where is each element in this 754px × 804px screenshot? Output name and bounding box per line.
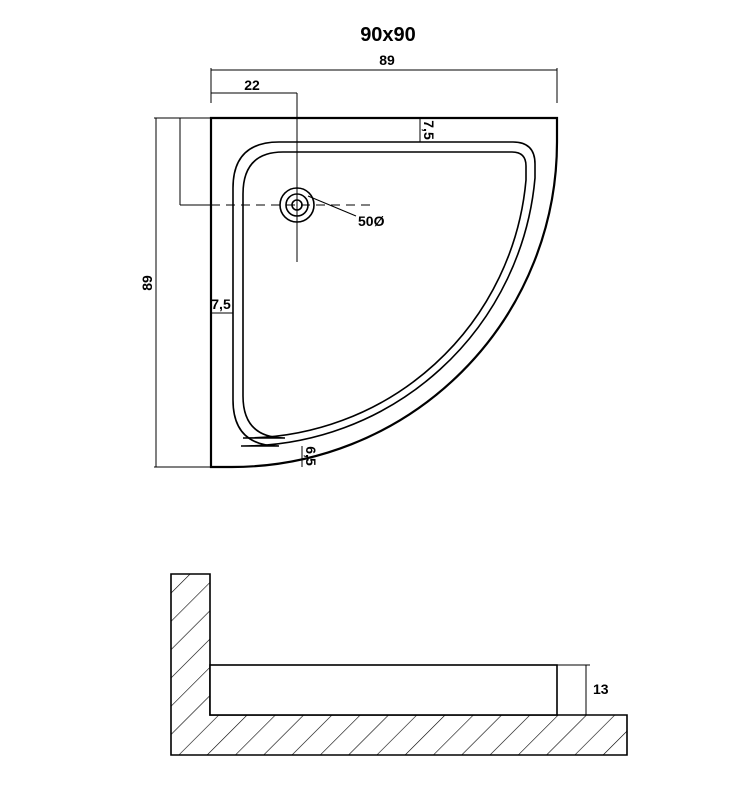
top-width-dimension [210,68,558,103]
left-height-label: 89 [139,275,155,291]
section-height-dimension [557,664,590,716]
top-rim-label: 7,5 [421,120,437,140]
drain-diameter-label: 50Ø [358,213,385,229]
plan-view: 50Ø 89 22 89 7,5 7,5 [139,52,559,469]
drain-offset-label: 22 [244,77,260,93]
hatched-wall-and-floor [170,573,628,756]
tray-outer-outline [209,116,559,469]
bottom-rim-label: 6,5 [303,446,319,466]
drain [180,93,375,262]
section-view: 13 [170,573,628,756]
tray-section-body [209,664,558,716]
top-width-label: 89 [379,52,395,68]
section-height-label: 13 [593,681,609,697]
left-height-dimension [154,117,211,468]
drawing-title: 90x90 [360,24,416,46]
tray-inner-rim [232,141,536,447]
left-rim-label: 7,5 [211,296,231,312]
tray-basin-outline [242,151,527,439]
